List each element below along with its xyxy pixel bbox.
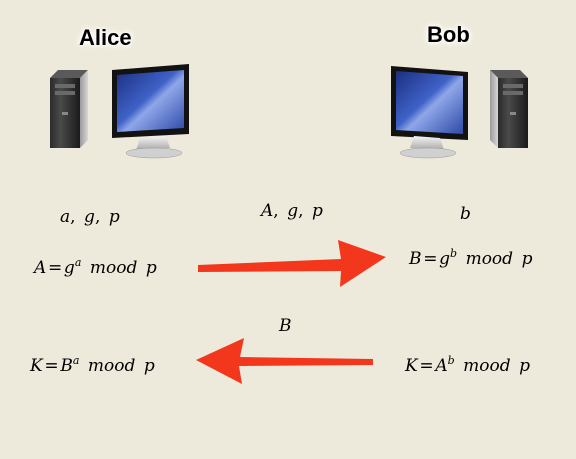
arrow-right-icon: [198, 240, 386, 287]
alice-shared-key-formula: K = Ba mood p: [30, 354, 155, 376]
alice-name: Alice: [79, 25, 132, 50]
bob-shared-key-formula: K = Ab mood p: [405, 354, 531, 376]
bob-public-key-formula: B = gb mood p: [409, 247, 533, 269]
bob-name: Bob: [427, 22, 470, 47]
alice-public-values: a, g, p: [60, 207, 120, 227]
alice-public-key-formula: A = ga mood p: [34, 256, 157, 278]
bob-computer-icon: [391, 66, 528, 159]
alice-computer-icon: [50, 64, 189, 159]
channel-public-values: A, g, p: [261, 201, 323, 221]
channel-return-value: B: [279, 316, 292, 336]
arrow-left-icon: [196, 338, 373, 384]
bob-received-value: b: [460, 204, 471, 224]
